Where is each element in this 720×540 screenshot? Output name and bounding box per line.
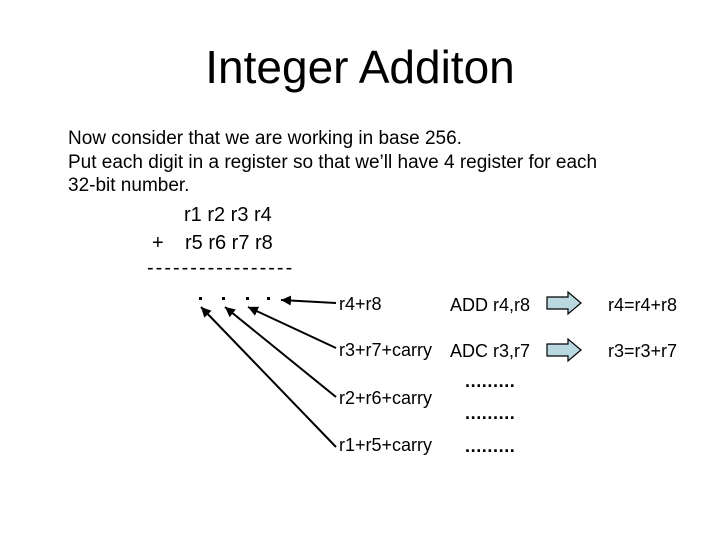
body-line: Put each digit in a register so that we’… xyxy=(68,151,598,173)
ellipsis-line: ......... xyxy=(465,371,516,391)
carry-arrow xyxy=(200,306,337,448)
instruction-flow-arrow-icon xyxy=(546,337,582,363)
sum-term-label: r1+r5+carry xyxy=(339,435,433,455)
carry-arrow xyxy=(224,306,337,398)
operand-row-bottom: r5 r6 r7 r8 xyxy=(185,232,273,254)
digit-dot xyxy=(267,297,270,300)
sum-term-label: r3+r7+carry xyxy=(339,340,433,360)
instruction-flow-arrow-icon xyxy=(546,290,582,316)
sum-term-label: r2+r6+carry xyxy=(339,388,433,408)
plus-sign: + xyxy=(152,232,164,254)
sum-arrow xyxy=(280,295,337,306)
ellipsis-line: ......... xyxy=(465,436,516,456)
body-text: Now consider that we are working in base… xyxy=(68,127,597,198)
instruction-result: r4=r4+r8 xyxy=(608,295,678,315)
body-line: Now consider that we are working in base… xyxy=(68,128,462,149)
digit-dot xyxy=(222,297,225,300)
page-title: Integer Additon xyxy=(205,41,515,93)
operand-row-top: r1 r2 r3 r4 xyxy=(184,204,272,226)
body-line: 32-bit number. xyxy=(68,175,190,196)
carry-arrow xyxy=(247,306,337,349)
ellipsis-line: ......... xyxy=(465,403,516,423)
separator-dashes: ----------------- xyxy=(147,257,295,279)
instruction-opcode: ADC r3,r7 xyxy=(450,341,531,361)
instruction-opcode: ADD r4,r8 xyxy=(450,295,531,315)
sum-term-label: r4+r8 xyxy=(339,294,382,314)
digit-dot xyxy=(246,297,249,300)
digit-dot xyxy=(199,297,202,300)
instruction-result: r3=r3+r7 xyxy=(608,341,678,361)
